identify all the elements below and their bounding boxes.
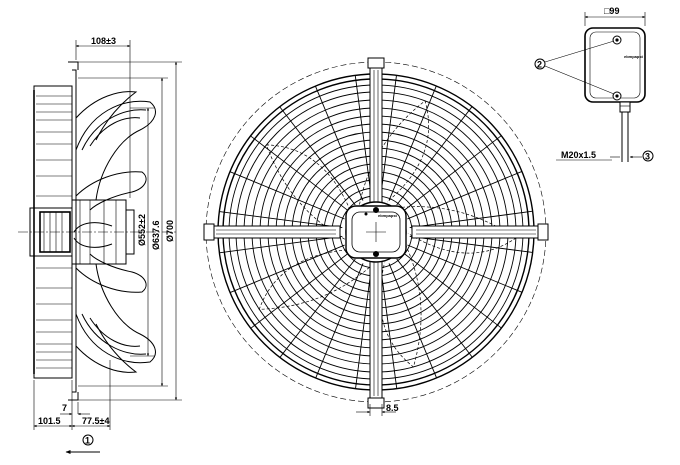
dim-dia-637: Ø637.6: [151, 220, 161, 250]
guard-spoke: [250, 135, 350, 212]
dim-depth-101: 101.5: [38, 416, 61, 426]
box-brand-label: ebmpapst: [624, 54, 644, 59]
guard-spoke: [396, 258, 473, 358]
guard-spokes: [219, 75, 533, 389]
guard-spoke: [315, 263, 364, 379]
hub-brand-label: ebmpapst: [378, 213, 398, 218]
dim-flange-7: 7: [62, 403, 67, 413]
guard-spoke: [407, 244, 523, 293]
dim-offset-77: 77.5±4: [82, 416, 109, 426]
side-blades: [73, 91, 156, 373]
guard-spoke: [279, 106, 356, 206]
guard-spoke: [314, 85, 364, 201]
guard-spoke: [402, 135, 502, 212]
airflow-marker: 1: [65, 434, 100, 454]
side-guard-wires: [36, 95, 72, 369]
guard-spoke: [219, 236, 343, 254]
front-view: ebmpapst 8.5: [203, 57, 549, 416]
fan-blade: [258, 249, 374, 310]
guard-spoke: [380, 265, 398, 389]
guard-spoke: [402, 252, 502, 329]
guard-spoke: [409, 235, 533, 253]
marker-3-label: 3: [645, 152, 650, 162]
fan-blade: [359, 100, 429, 205]
guard-spoke: [407, 170, 523, 220]
fan-blade: [265, 144, 352, 240]
mounting-struts: [203, 57, 549, 409]
dim-dia-552: Ø552±2: [137, 214, 147, 246]
guard-spoke: [388, 263, 438, 379]
side-view: 108±3 Ø552±2 Ø637.6 Ø700 7 101.5 77.5±4 …: [18, 36, 182, 454]
dim-depth-top: 108±3: [91, 36, 116, 46]
marker-1-label: 1: [85, 436, 90, 446]
guard-spoke: [355, 265, 373, 389]
guard-spoke: [279, 258, 356, 358]
dim-thread: M20x1.5: [561, 150, 596, 160]
dim-dia-700: Ø700: [165, 220, 175, 242]
guard-spoke: [409, 210, 533, 228]
guard-spoke: [396, 106, 473, 206]
guard-spoke: [229, 171, 345, 220]
marker-2-label: 2: [537, 60, 542, 70]
fan-blade: [379, 244, 422, 368]
guard-spoke: [388, 85, 437, 201]
terminal-box-view: ebmpapst □99 2 M20x1.5 3: [534, 6, 654, 162]
dim-box-99: □99: [604, 6, 619, 16]
guard-spoke: [354, 75, 372, 199]
guard-spoke: [250, 252, 350, 329]
guard-spoke: [379, 75, 397, 199]
dim-slot-85: 8.5: [386, 403, 399, 413]
guard-spoke: [219, 211, 343, 229]
